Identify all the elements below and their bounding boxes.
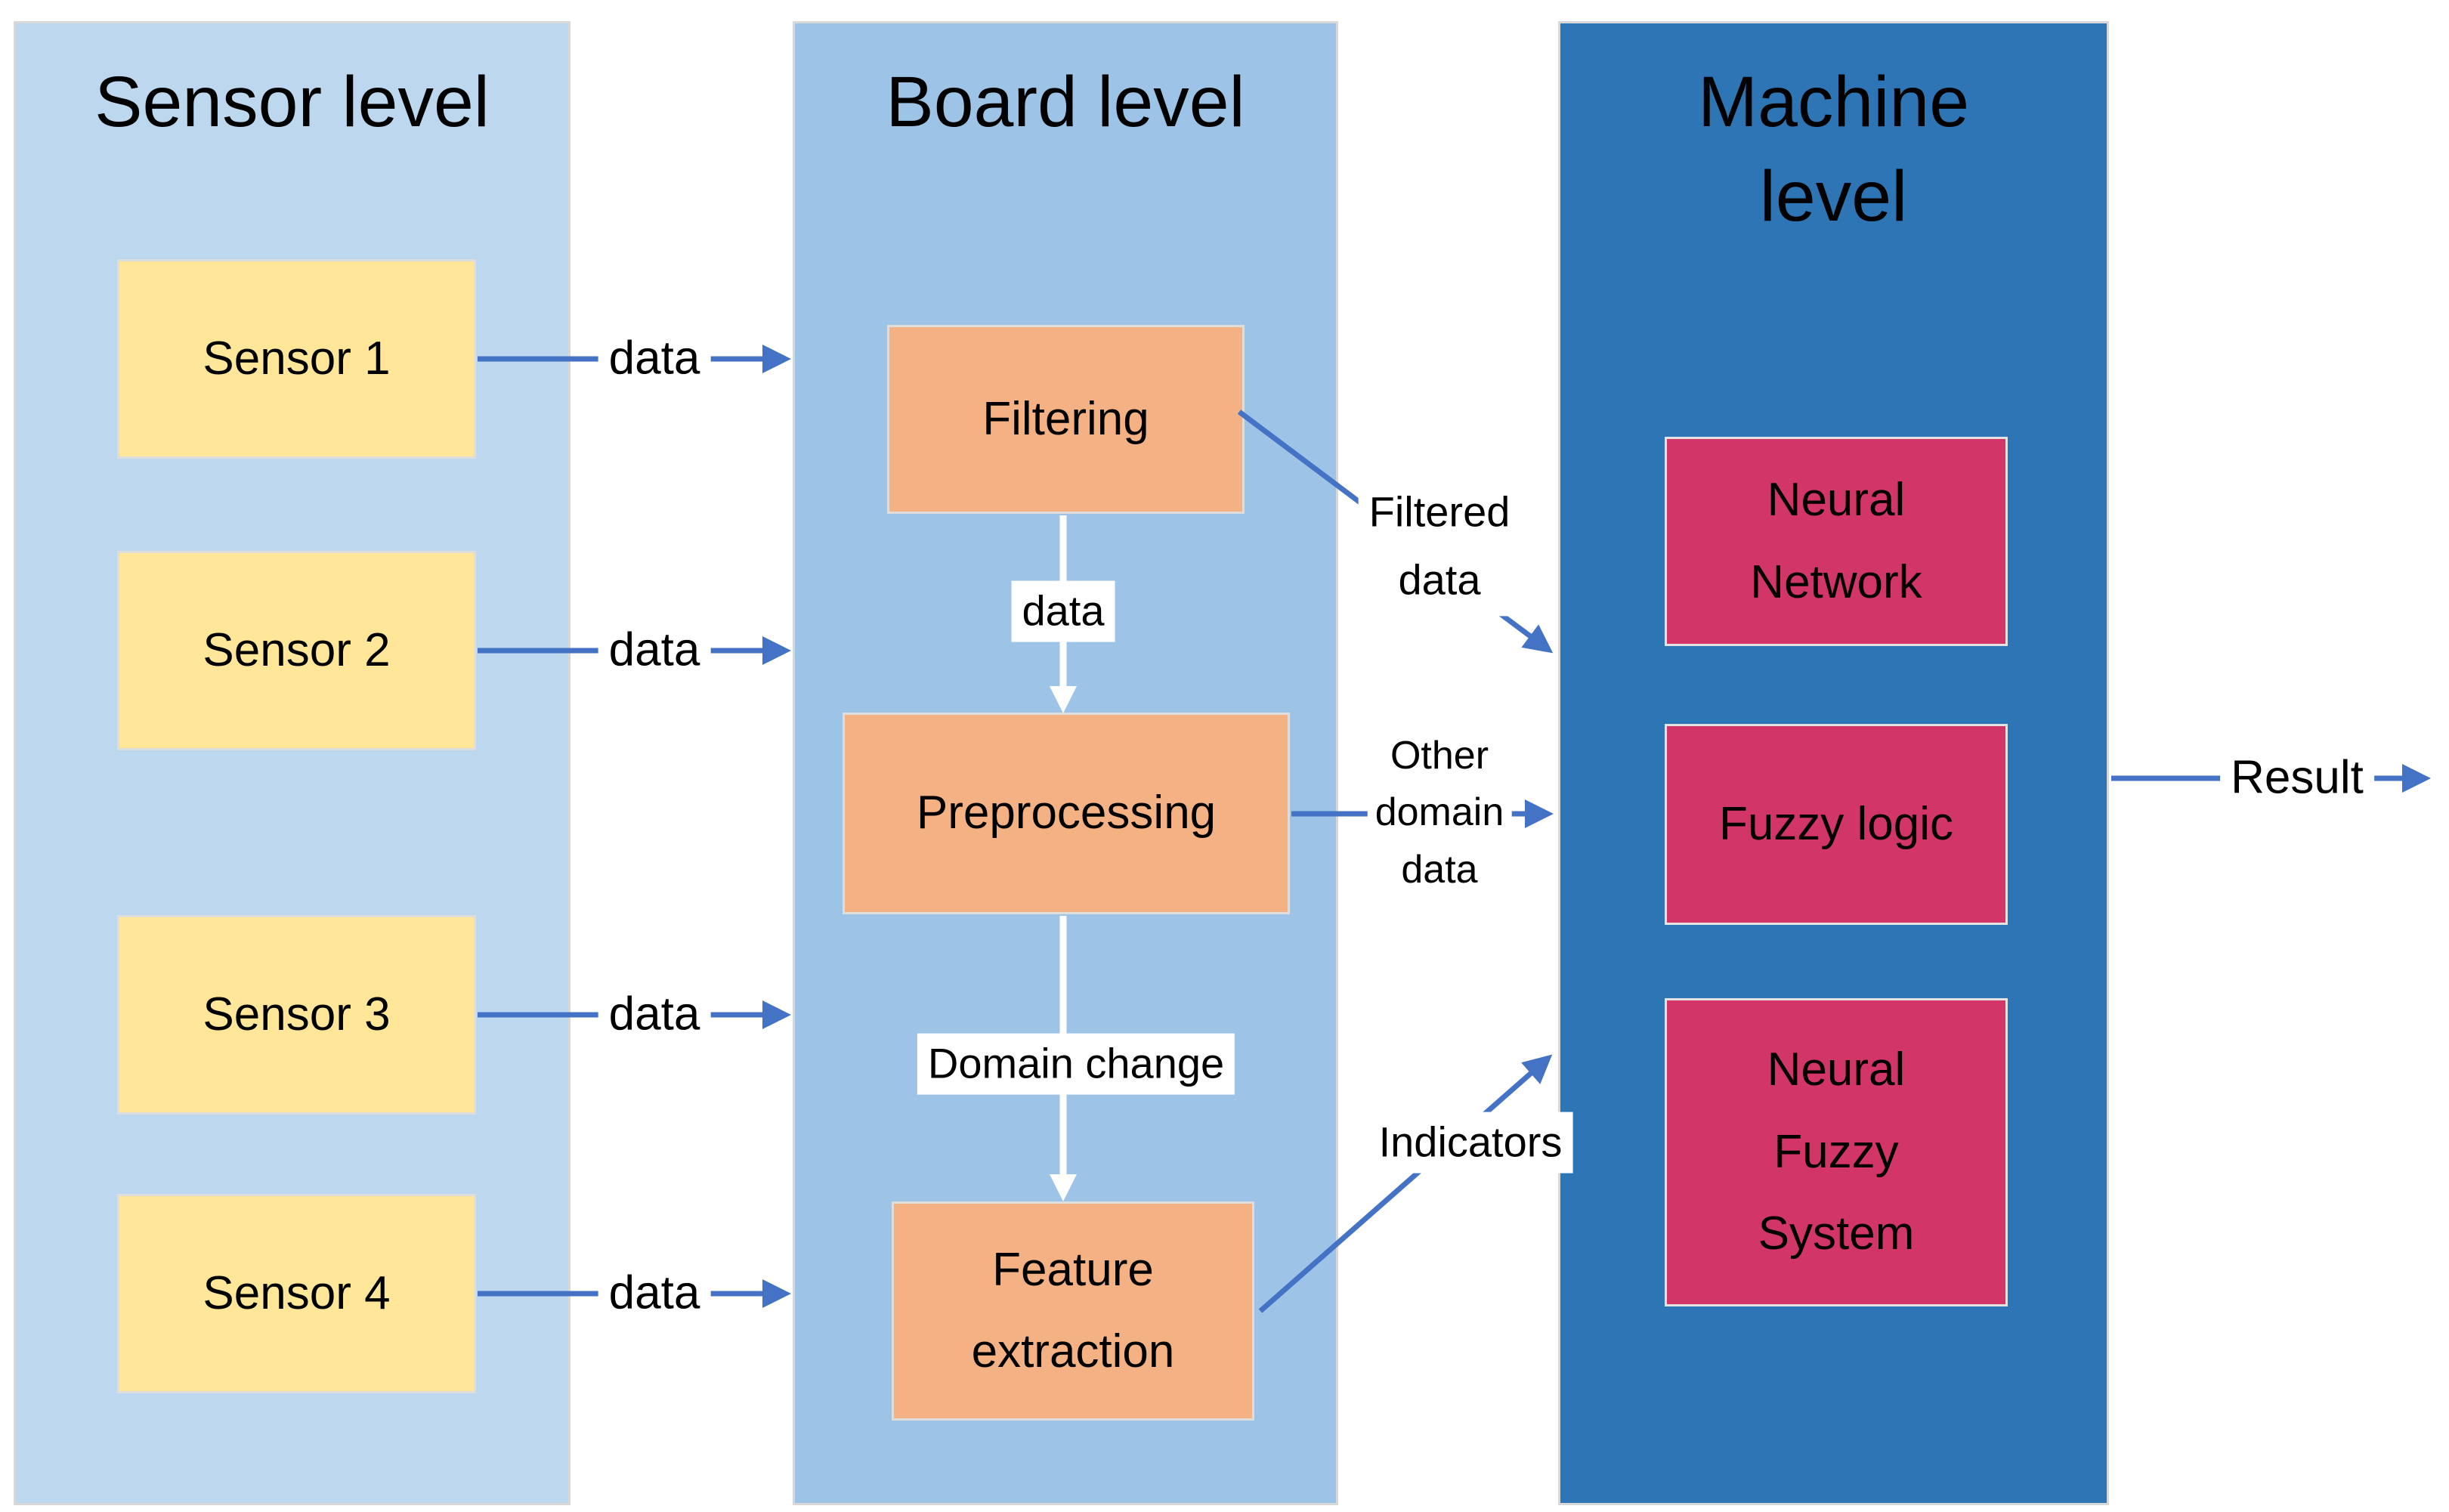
sensor-3-box: Sensor 3 [117,915,476,1115]
indicators-label: Indicators [1368,1112,1573,1173]
preprocessing-box: Preprocessing [843,713,1290,914]
sensor-1-box: Sensor 1 [117,259,476,459]
fuzzy-logic-box: Fuzzy logic [1665,724,2008,925]
filtering-label: Filtering [982,392,1149,445]
neural-network-box: Neural Network [1665,437,2008,646]
board-data-label: data [1011,580,1115,642]
sensor-3-label: Sensor 3 [203,988,391,1040]
fuzzy-logic-label: Fuzzy logic [1718,797,1954,850]
filtered-data-label: Filtered data [1358,475,1521,617]
board-level-title: Board level [886,62,1245,142]
other-domain-data-label: Other domain data [1367,725,1512,901]
machine-level-title: Machine level [1697,62,1970,237]
sensor-4-label: Sensor 4 [203,1266,391,1319]
sensor-2-box: Sensor 2 [117,551,476,750]
sensor-1-label: Sensor 1 [203,332,391,385]
preprocessing-label: Preprocessing [916,787,1217,839]
neural-fuzzy-system-box: Neural Fuzzy System [1665,998,2008,1306]
sensor-1-data-label: data [598,325,711,393]
feature-extraction-box: Feature extraction [892,1201,1254,1421]
sensor-level-title: Sensor level [94,62,490,142]
filtered-data-arrow [1498,611,1554,654]
sensor-4-data-label: data [598,1260,711,1328]
filtering-box: Filtering [887,325,1245,514]
result-label: Result [2220,744,2374,812]
sensor-2-label: Sensor 2 [203,623,391,676]
sensor-3-data-label: data [598,981,711,1049]
domain-change-label: Domain change [917,1033,1235,1095]
sensor-2-data-label: data [598,617,711,685]
sensor-4-box: Sensor 4 [117,1194,476,1393]
